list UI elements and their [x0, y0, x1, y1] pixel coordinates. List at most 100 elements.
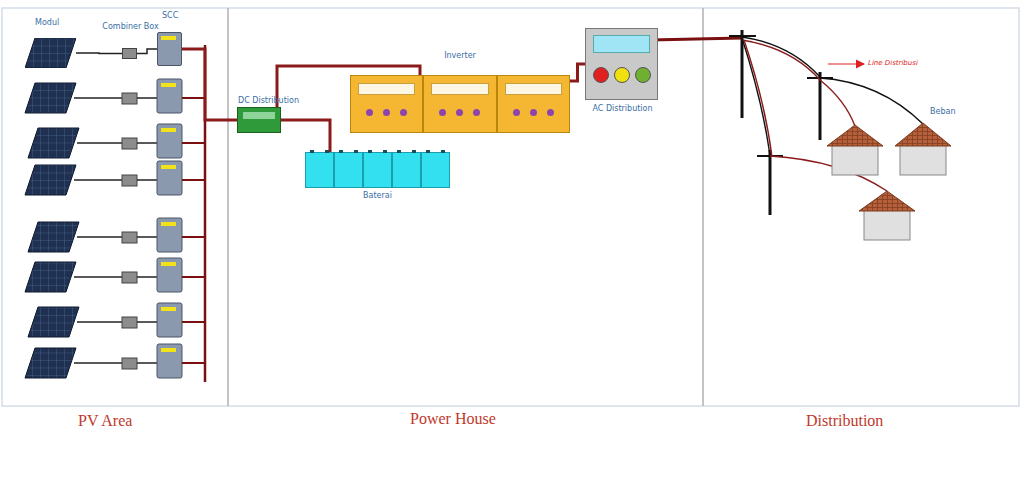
indicator-dot: [400, 109, 407, 116]
scc-display: [161, 83, 176, 87]
line-label: Line Distribusi: [868, 59, 918, 67]
region-title: Power House: [410, 410, 496, 428]
cable: [74, 97, 122, 99]
component-label: Modul: [35, 18, 59, 28]
cable: [182, 179, 205, 181]
pv-strings: [25, 79, 205, 378]
battery-terminal: [339, 150, 343, 153]
ac-distribution-panel: AC Distribution: [585, 28, 658, 100]
cable: [137, 362, 157, 364]
component-label: AC Distribution: [592, 104, 652, 114]
house-icons: [827, 123, 951, 240]
scc-unit: [157, 344, 182, 378]
indicator-dot: [513, 109, 520, 116]
component-label: Baterai: [363, 191, 392, 201]
region-title: Distribution: [806, 412, 883, 430]
indicator-dot: [366, 109, 373, 116]
scc-unit: [157, 303, 182, 337]
battery-terminal: [354, 150, 358, 153]
scc-display: [161, 128, 176, 132]
solar-panel: [28, 128, 79, 158]
indicator-dot: [383, 109, 390, 116]
cable: [137, 179, 157, 181]
battery-terminal: [397, 150, 401, 153]
cable: [77, 142, 122, 144]
region-divider: [702, 8, 704, 406]
cable: [137, 142, 157, 144]
solar-panel: [28, 222, 79, 252]
region-divider: [227, 8, 229, 406]
inverter-unit: Inverter: [350, 75, 570, 133]
inverter-module: [497, 75, 570, 133]
component-label: DC Distribution: [238, 96, 299, 106]
inverter-module: [423, 75, 496, 133]
component-label: Inverter: [444, 51, 476, 61]
cable: [182, 236, 205, 238]
pointer-arrow: [828, 63, 864, 64]
combiner-box: [122, 93, 137, 104]
combiner-box: [122, 358, 137, 369]
frame: [2, 8, 1019, 406]
region-title: PV Area: [78, 412, 132, 430]
battery-cell: [392, 152, 421, 188]
component-label: Combiner Box: [102, 22, 158, 32]
indicator-dot: [530, 109, 537, 116]
combiner-box: [122, 175, 137, 186]
scc-unit: [157, 161, 182, 195]
power-cable: [650, 38, 742, 40]
solar-panel: Modul: [25, 38, 76, 68]
battery-terminal: [441, 150, 445, 153]
utility-poles: [729, 30, 833, 215]
power-cable: [182, 49, 237, 120]
indicator-dot: [456, 109, 463, 116]
combiner-box: [122, 138, 137, 149]
combiner-box: [122, 317, 137, 328]
battery-terminal: [368, 150, 372, 153]
solar-panel: [25, 348, 76, 378]
scc-display: [161, 222, 176, 226]
solar-panel: [25, 83, 76, 113]
power-cable: [570, 64, 585, 81]
scc-unit: [157, 258, 182, 292]
inverter-display: [358, 83, 415, 95]
panel-lamp: [593, 67, 609, 83]
scc-unit: [157, 79, 182, 113]
solar-panel: [25, 262, 76, 292]
inverter-module: [350, 75, 423, 133]
component-label: SCC: [162, 11, 178, 21]
cable: [182, 142, 205, 144]
battery-terminal: [310, 150, 314, 153]
cable: [77, 236, 122, 238]
solar-panel: [28, 307, 79, 337]
battery-terminal: [383, 150, 387, 153]
cable: [137, 321, 157, 323]
meter-window: [243, 112, 275, 119]
scc-display: [161, 165, 176, 169]
inverter-display: [505, 83, 562, 95]
indicator-dot: [473, 109, 480, 116]
battery-cell: [363, 152, 392, 188]
inverter-display: [431, 83, 488, 95]
power-cable: [76, 52, 122, 54]
cable: [182, 362, 205, 364]
battery-terminal: [325, 150, 329, 153]
battery-cell: [421, 152, 450, 188]
cable: [137, 236, 157, 238]
indicator-dot: [439, 109, 446, 116]
cable: [137, 97, 157, 99]
battery-cell: [334, 152, 363, 188]
indicator-dot: [547, 109, 554, 116]
scc-display: [161, 307, 176, 311]
combiner-box: [122, 232, 137, 243]
battery-cell: [305, 152, 334, 188]
dc-distribution-panel: DC Distribution: [237, 107, 281, 133]
scc-unit: [157, 218, 182, 252]
cable: [74, 179, 122, 181]
cable: [77, 321, 122, 323]
power-cable: [281, 120, 330, 152]
scc-display: [161, 262, 176, 266]
solar-panel: [25, 165, 76, 195]
scc-display: [161, 36, 176, 40]
scc-display: [161, 348, 176, 352]
